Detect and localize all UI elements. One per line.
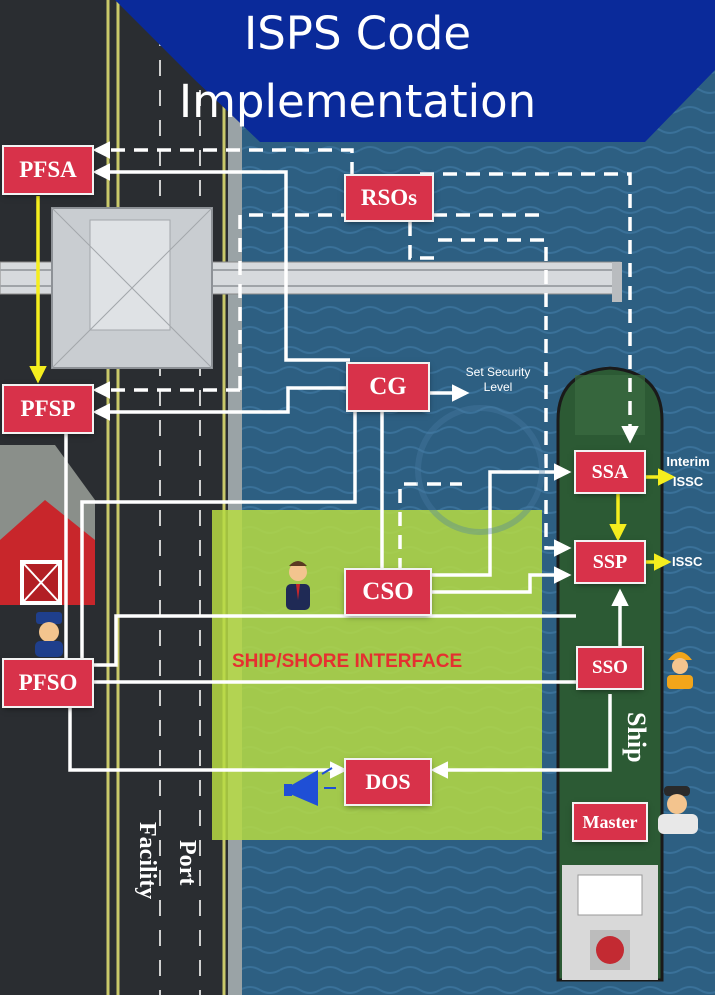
port-label: Port [174,840,200,886]
pfso-to-dos [68,700,348,779]
sso-to-dos [430,694,612,779]
title-line-1: ISPS Code [243,7,472,60]
megaphone-icon [284,767,336,806]
interim-issc-label: Interim ISSC [662,452,714,492]
pfso-node: PFSO [4,660,92,706]
cg-to-pfso [80,410,357,660]
set-security-level-label: Set Security Level [456,365,540,395]
pfso-to-ship [92,614,576,667]
cg-to-pfsa [92,163,350,362]
pfsa-node: PFSA [4,147,92,193]
issc-label: ISSC [672,554,703,569]
rsos-to-ssp-dashed [438,238,572,557]
cso-to-ssp [430,566,572,594]
set-security-level-line-1: Set Security [465,365,531,379]
title-banner [115,0,715,142]
set-security-level-line-2: Level [483,380,513,394]
cg-node: CG [348,364,428,410]
ssa-node: SSA [576,452,644,492]
yellow-connectors [29,196,676,571]
pfsp-node: PFSP [4,386,92,432]
sso-node: SSO [578,648,642,688]
rsos-to-ssa-dashed [420,172,639,444]
dashed-connectors [92,141,639,572]
pfsp-dashed-top [238,213,548,390]
title-line-2: Implementation [178,75,537,128]
rsos-node: RSOs [346,176,432,220]
cso-dashed [398,482,462,572]
cg-to-pfsp [92,386,350,421]
dos-node: DOS [346,760,430,804]
ship-shore-interface-label: SHIP/SHORE INTERFACE [232,651,463,672]
cso-node: CSO [346,570,430,614]
solid-connectors [57,163,629,779]
master-node: Master [574,804,646,840]
businessman-icon [286,561,310,610]
interim-issc-line-1: Interim [666,454,710,469]
ssp-node: SSP [576,542,644,582]
captain-icon [658,786,698,834]
interim-issc-line-2: ISSC [672,474,704,489]
facility-label: Facility [134,822,160,900]
rsos-to-ssp-dashed-a [408,222,438,260]
cso-to-ssa [430,463,572,577]
crane [0,207,622,369]
rsos-to-pfsa-dashed [92,141,354,176]
police-officer-icon [35,612,63,657]
worker-icon [667,652,693,689]
warehouse-icon [0,445,95,605]
ship-label: Ship [622,712,651,763]
watermark-ring [415,405,545,535]
